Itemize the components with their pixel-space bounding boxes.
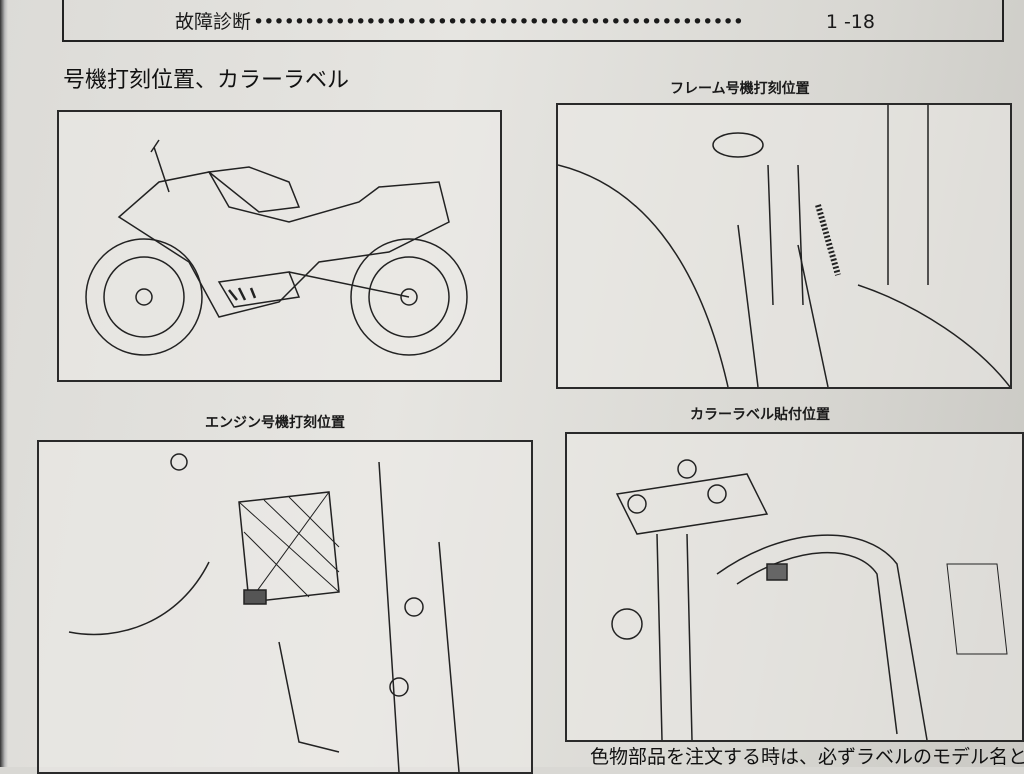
color-label-caption: カラーラベル貼付位置: [690, 407, 830, 423]
motorcycle-figure: [57, 110, 502, 382]
frame-figure: [556, 103, 1012, 389]
engine-caption: エンジン号機打刻位置: [205, 415, 345, 431]
engine-illustration: [68, 453, 460, 772]
section-title: 号機打刻位置、カラーラベル: [63, 68, 350, 93]
engine-figure: [37, 440, 533, 774]
color-label-illustration: [611, 459, 1008, 740]
frame-caption: フレーム号機打刻位置: [670, 81, 810, 97]
toc-entry-label: 故障診断: [175, 11, 252, 33]
page-edge-shadow: [0, 0, 8, 767]
motorcycle-illustration: [85, 139, 468, 356]
toc-page-ref: 1 -18: [825, 11, 875, 33]
toc-leader-dots: ••••••••••••••••••••••••••••••••••••••••…: [253, 11, 744, 33]
frame-illustration: [558, 105, 1010, 387]
color-label-figure: [565, 432, 1024, 742]
toc-entry: 故障診断 •••••••••••••••••••••••••••••••••••…: [175, 7, 875, 34]
footer-note: 色物部品を注文する時は、必ずラベルのモデル名とカ: [590, 746, 1024, 768]
toc-box: [62, 0, 1004, 42]
